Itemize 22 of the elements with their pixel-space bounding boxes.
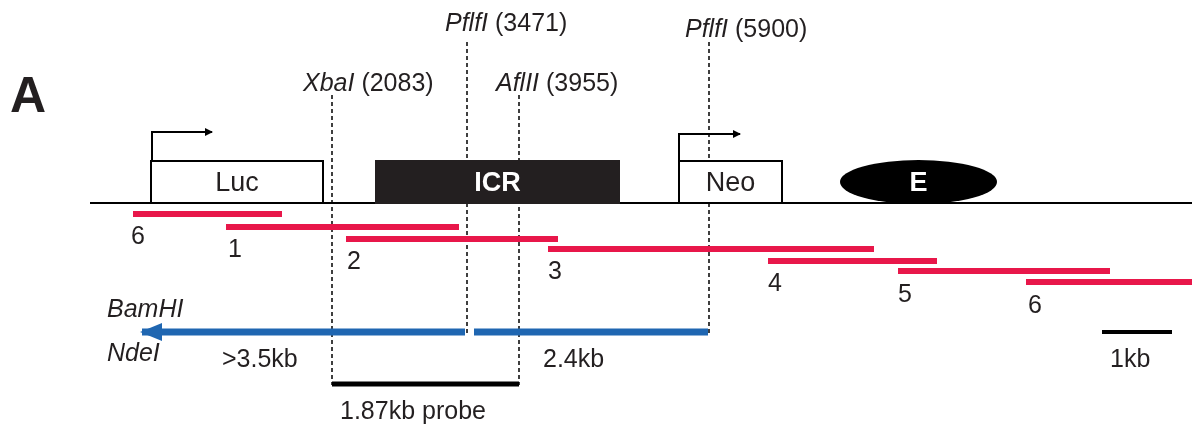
enzyme-label: NdeI	[107, 340, 160, 365]
site-label: AflII (3955)	[496, 70, 619, 95]
size-label: >3.5kb	[222, 346, 298, 371]
fragment-number: 2	[347, 248, 361, 273]
gene-box: Neo	[678, 160, 783, 204]
panel-letter: A	[10, 70, 47, 120]
fragment-number: 6	[131, 223, 145, 248]
size-label: 2.4kb	[543, 346, 605, 371]
region-box: ICR	[375, 160, 620, 204]
site-label: PflfI (5900)	[685, 16, 808, 41]
fragment-number: 6	[1028, 292, 1042, 317]
gene-box: Luc	[150, 160, 324, 204]
enzyme-label: BamHI	[107, 296, 184, 321]
probe-label: 1.87kb probe	[340, 398, 486, 423]
fragment-number: 1	[228, 236, 242, 261]
site-label: XbaI (2083)	[303, 70, 434, 95]
enhancer-ellipse: E	[840, 160, 997, 204]
fragment-number: 4	[768, 270, 782, 295]
fragment-number: 3	[548, 258, 562, 283]
scale-label: 1kb	[1110, 346, 1151, 371]
fragment-number: 5	[898, 281, 912, 306]
site-label: PflfI (3471)	[445, 10, 568, 35]
